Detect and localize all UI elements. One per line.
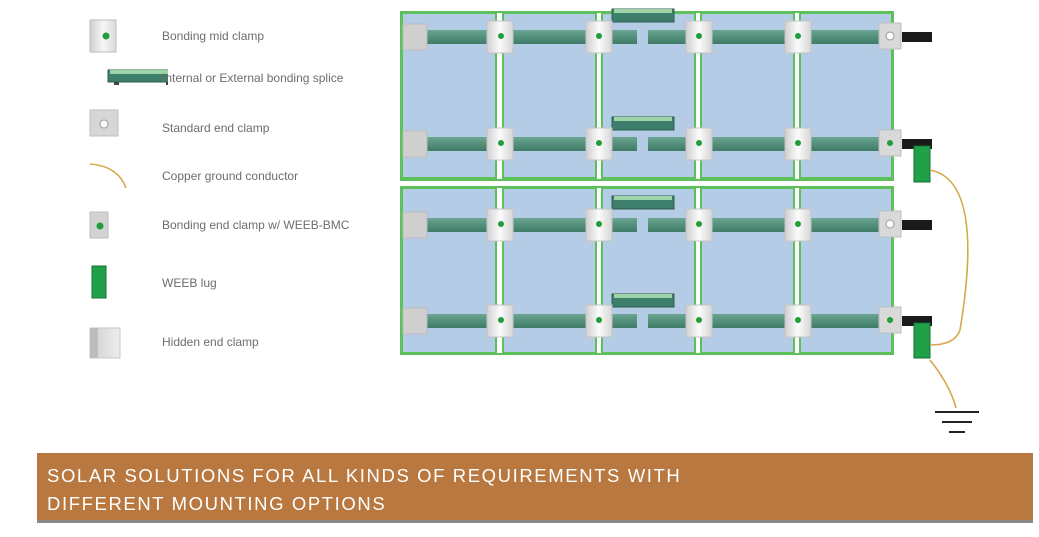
bonding-mid-clamp xyxy=(486,20,514,54)
copper-ground-conductor xyxy=(929,169,969,409)
footer-banner: SOLAR SOLUTIONS FOR ALL KINDS OF REQUIRE… xyxy=(37,453,1033,523)
weeb-lugs xyxy=(913,145,931,359)
solar-panel xyxy=(799,187,893,354)
bonding-mid-clamp xyxy=(685,208,713,242)
solar-panel xyxy=(502,187,597,354)
hidden-end-clamp-icon xyxy=(89,327,121,359)
bonding-splice-icon xyxy=(107,69,168,85)
bonding-splice xyxy=(611,195,675,210)
mid-clamps xyxy=(486,20,812,338)
bonding-splice xyxy=(611,8,675,23)
legend-label: Standard end clamp xyxy=(162,121,270,135)
bonding-mid-clamp xyxy=(784,304,812,338)
bonding-mid-clamp xyxy=(585,127,613,161)
bonding-splice xyxy=(611,116,675,131)
bonding-end-clamp xyxy=(878,129,902,157)
bonding-mid-clamp xyxy=(585,20,613,54)
hidden-end-clamps xyxy=(402,23,428,335)
rail-end-caps xyxy=(902,32,932,326)
legend-label: Bonding end clamp w/ WEEB-BMC xyxy=(162,218,350,232)
bonding-splices xyxy=(611,8,675,308)
rail xyxy=(425,218,608,232)
standard-end-clamp-icon xyxy=(89,109,119,137)
rail xyxy=(612,137,637,151)
hidden-end-clamp xyxy=(402,130,428,158)
footer-line-2: DIFFERENT MOUNTING OPTIONS xyxy=(47,493,387,514)
solar-panel xyxy=(700,187,795,354)
bonding-mid-clamp xyxy=(784,20,812,54)
bonding-end-clamp xyxy=(878,306,902,334)
rail xyxy=(425,137,608,151)
rail xyxy=(612,30,637,44)
bonding-mid-clamp xyxy=(784,208,812,242)
legend-label: Hidden end clamp xyxy=(162,335,259,349)
panels-bottom-row xyxy=(401,187,893,354)
legend-item-bonding-splice: Internal or External bonding splice xyxy=(0,58,380,98)
bonding-mid-clamp xyxy=(486,304,514,338)
legend-item-hidden-end-clamp: Hidden end clamp xyxy=(0,322,380,362)
rail xyxy=(648,314,888,328)
rail xyxy=(425,30,608,44)
legend-label: Copper ground conductor xyxy=(162,169,299,183)
standard-end-clamp xyxy=(878,210,902,238)
solar-panel xyxy=(601,187,696,354)
footer-line-1: SOLAR SOLUTIONS FOR ALL KINDS OF REQUIRE… xyxy=(47,465,682,486)
legend-label: WEEB lug xyxy=(162,276,217,290)
bonding-mid-clamp xyxy=(685,304,713,338)
legend-item-bonding-end-clamp: Bonding end clamp w/ WEEB-BMC xyxy=(0,206,380,246)
bonding-mid-clamp xyxy=(685,127,713,161)
rail xyxy=(648,30,888,44)
legend-label: Internal or External bonding splice xyxy=(162,71,344,85)
legend-item-bonding-mid-clamp: Bonding mid clamp xyxy=(0,16,380,56)
right-end-clamps xyxy=(878,22,902,334)
weeb-lug xyxy=(913,145,931,183)
bonding-mid-clamp-icon xyxy=(89,19,117,53)
standard-end-clamp xyxy=(878,22,902,50)
bonding-mid-clamp xyxy=(585,304,613,338)
hidden-end-clamp xyxy=(402,23,428,51)
bonding-mid-clamp xyxy=(685,20,713,54)
bonding-mid-clamp xyxy=(784,127,812,161)
copper-ground-conductor-icon xyxy=(89,163,127,189)
legend-label: Bonding mid clamp xyxy=(162,29,265,43)
hidden-end-clamp xyxy=(402,307,428,335)
bonding-mid-clamp xyxy=(486,208,514,242)
ground-symbol xyxy=(935,411,979,433)
weeb-lug-icon xyxy=(91,265,107,299)
rail xyxy=(425,314,608,328)
weeb-lug xyxy=(913,322,931,359)
rail xyxy=(648,218,888,232)
bonding-mid-clamp xyxy=(486,127,514,161)
bonding-end-clamp-icon xyxy=(89,211,109,239)
bonding-mid-clamp xyxy=(585,208,613,242)
hidden-end-clamp xyxy=(402,211,428,239)
rail xyxy=(648,137,888,151)
rail xyxy=(612,314,637,328)
rail xyxy=(612,218,637,232)
legend-item-copper-ground-conductor: Copper ground conductor xyxy=(0,156,380,196)
legend-item-weeb-lug: WEEB lug xyxy=(0,262,380,302)
legend-item-standard-end-clamp: Standard end clamp xyxy=(0,106,380,146)
bonding-splice xyxy=(611,293,675,308)
